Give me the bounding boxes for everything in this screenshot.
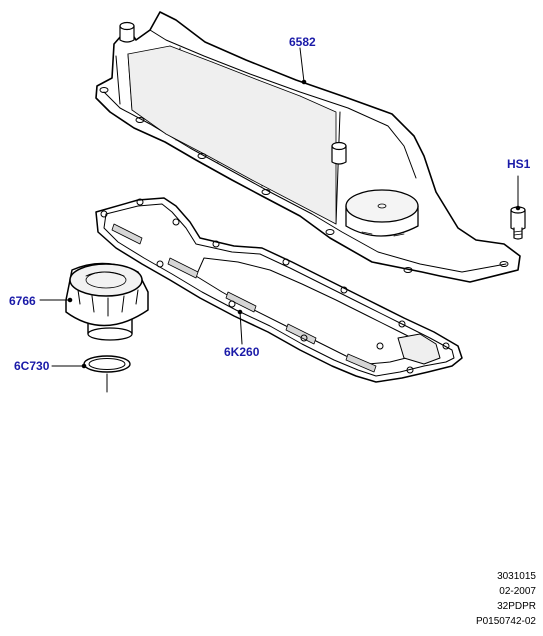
cover-stud xyxy=(331,141,347,165)
oil-filler-seal-illustration xyxy=(83,355,131,373)
callout-oil-filler-seal[interactable]: 6C730 xyxy=(14,359,50,373)
gasket-bolt-hole xyxy=(376,342,384,350)
gasket-bolt-hole xyxy=(100,210,108,218)
illustration-code: 32PDPR xyxy=(497,601,536,612)
gasket-bolt-hole xyxy=(398,320,406,328)
flange-bolt-boss xyxy=(197,153,207,159)
callout-leader-lines xyxy=(39,47,521,393)
gasket-bolt-hole xyxy=(340,286,348,294)
gasket-bolt-hole xyxy=(172,218,180,226)
flange-bolt-boss xyxy=(499,261,509,267)
gasket-bolt-hole xyxy=(156,260,164,268)
flange-bolt-boss xyxy=(99,87,109,93)
cover-stud xyxy=(119,21,135,43)
callout-cam-cover[interactable]: 6582 xyxy=(289,35,316,49)
oil-filler-cap-illustration xyxy=(65,262,149,341)
cover-gasket-illustration xyxy=(95,197,463,383)
leader-dot xyxy=(81,363,87,369)
gasket-bolt-hole xyxy=(406,366,414,374)
leader-dot xyxy=(515,205,521,211)
gasket-bolt-hole xyxy=(228,300,236,308)
cam-cover-illustration xyxy=(95,11,521,283)
bolt-illustration xyxy=(510,206,526,240)
illustration-reference-number: 3031015 xyxy=(497,571,536,582)
callout-cover-gasket[interactable]: 6K260 xyxy=(224,345,260,359)
leader-line-6582 xyxy=(299,47,305,83)
leader-dot xyxy=(301,79,307,85)
cover-breather-dome xyxy=(345,189,419,237)
illustration-id: P0150742-02 xyxy=(475,616,536,627)
callout-bolt[interactable]: HS1 xyxy=(507,157,531,171)
flange-bolt-boss xyxy=(403,267,413,273)
flange-bolt-boss xyxy=(261,189,271,195)
leader-dot xyxy=(237,309,243,315)
callout-oil-filler-cap[interactable]: 6766 xyxy=(9,294,36,308)
illustration-date: 02-2007 xyxy=(499,586,536,597)
gasket-bolt-hole xyxy=(136,198,144,206)
gasket-bolt-hole xyxy=(442,342,450,350)
gasket-bolt-hole xyxy=(212,240,220,248)
flange-bolt-boss xyxy=(135,117,145,123)
gasket-bolt-hole xyxy=(282,258,290,266)
leader-dot xyxy=(67,297,73,303)
leader-line-6k260 xyxy=(239,311,243,345)
flange-bolt-boss xyxy=(325,229,335,235)
gasket-bolt-hole xyxy=(300,334,308,342)
